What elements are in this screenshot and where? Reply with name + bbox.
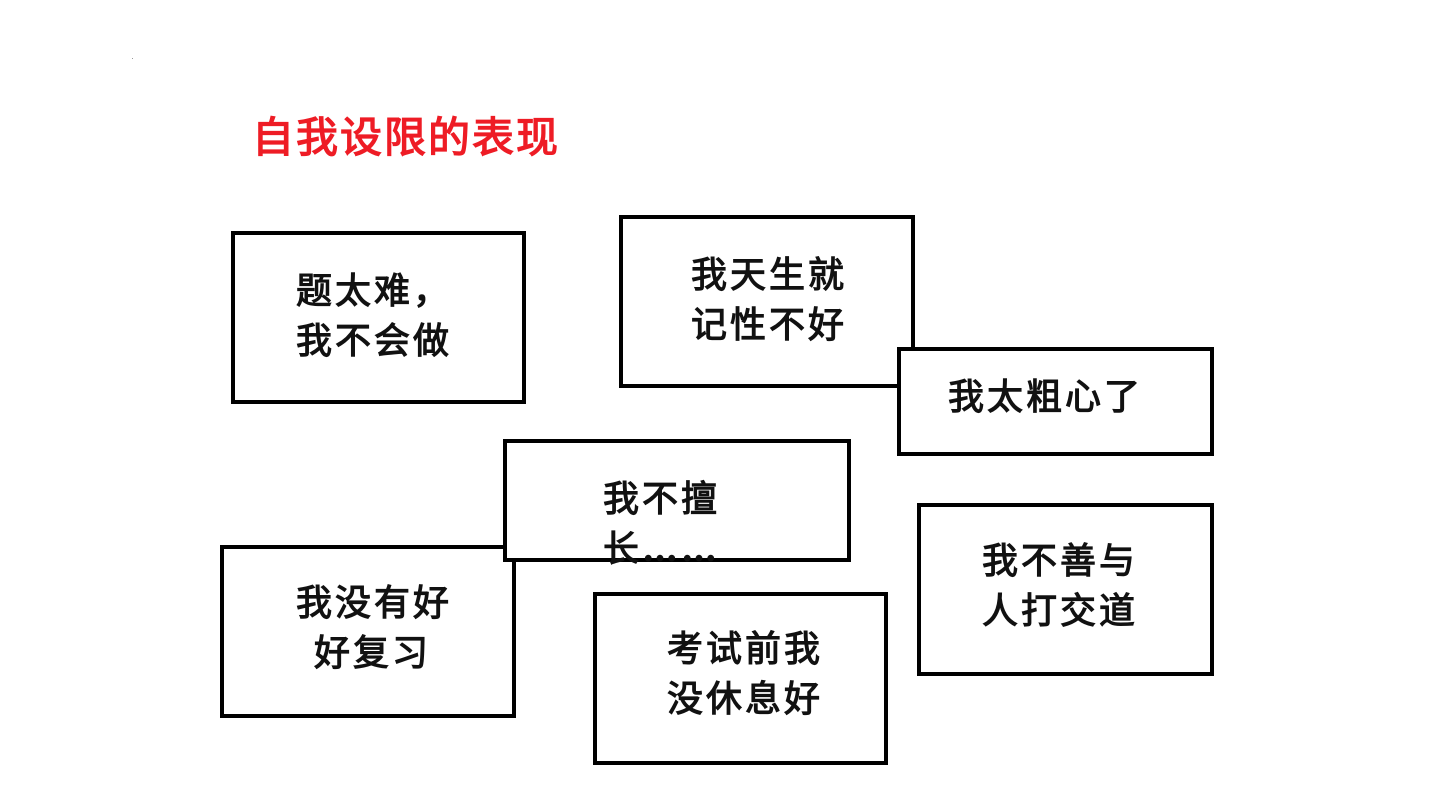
card-text-line: 长…… [603,528,721,570]
card-not-good-at-text: 我不擅 长…… [603,474,720,574]
card-difficult [231,231,526,404]
card-text-line: 考试前我 [667,628,824,670]
card-text-line: 题太难， [296,270,453,312]
card-careless-text: 我太粗心了 [948,372,1143,422]
card-text-line: 我不擅 [603,478,721,520]
card-social [917,503,1214,676]
card-text-line: 好复习 [314,632,432,674]
card-difficult-text: 题太难， 我不会做 [296,266,452,366]
card-rest [593,592,888,765]
card-memory [619,215,915,388]
card-text-line: 我太粗心了 [948,376,1144,418]
card-review-text: 我没有好 好复习 [296,578,452,678]
card-text-line: 我没有好 [296,582,453,624]
card-text-line: 我不会做 [296,320,453,362]
card-review [220,545,516,718]
card-rest-text: 考试前我 没休息好 [667,624,823,724]
card-text-line: 我天生就 [691,254,848,296]
card-memory-text: 我天生就 记性不好 [691,250,847,350]
card-text-line: 记性不好 [691,304,848,346]
card-text-line: 没休息好 [667,678,824,720]
card-not-good-at [503,439,851,562]
stray-dot [132,58,133,59]
card-careless [897,347,1214,456]
slide-title: 自我设限的表现 [252,113,561,162]
card-social-text: 我不善与 人打交道 [982,536,1138,636]
card-text-line: 我不善与 [982,540,1139,582]
card-text-line: 人打交道 [982,590,1139,632]
